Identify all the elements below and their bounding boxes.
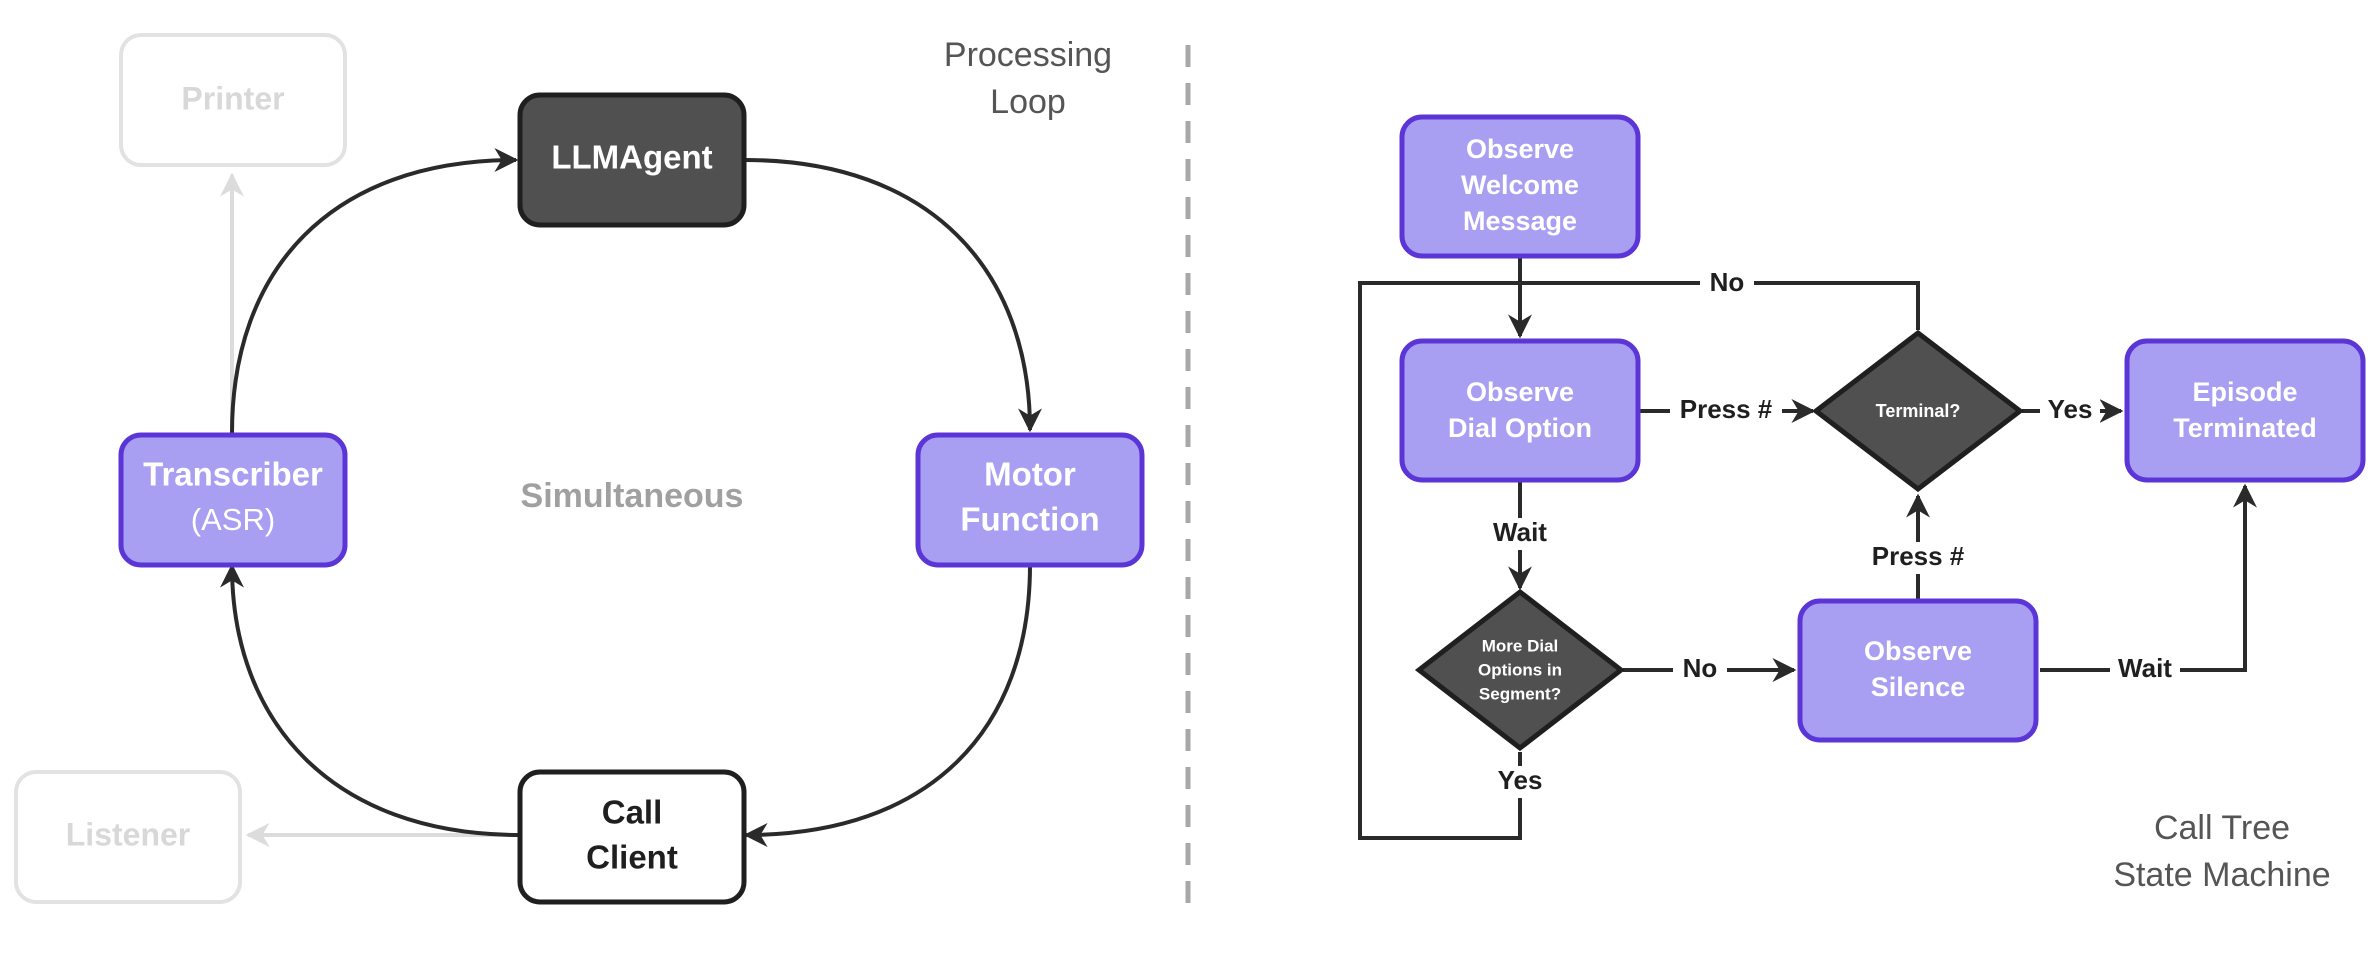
node-transcriber-label: Transcriber [143, 456, 323, 493]
node-call-client-label-line2: Client [586, 839, 678, 876]
node-listener-label: Listener [66, 816, 190, 852]
svg-text:Yes: Yes [1498, 765, 1543, 795]
node-observe-welcome-line3: Message [1463, 206, 1577, 236]
node-more-dial-decision: More Dial Options in Segment? [1414, 588, 1626, 752]
edge-label-press-dial-terminal: Press # [1670, 394, 1782, 427]
edge-label-no-more-silence: No [1673, 653, 1727, 686]
call-tree-caption-line1: Call Tree [2154, 809, 2290, 847]
edge-label-yes-terminal: Yes [2040, 394, 2100, 427]
node-observe-dial-option: Observe Dial Option [1399, 338, 1641, 483]
node-observe-dial-line2: Dial Option [1448, 413, 1592, 443]
processing-loop-caption-line2: Loop [990, 83, 1066, 121]
node-more-dial-line3: Segment? [1479, 684, 1561, 703]
node-transcriber-sublabel: (ASR) [191, 502, 275, 537]
edge-motor-function-to-call-client [743, 564, 1032, 847]
node-more-dial-line1: More Dial [1482, 636, 1559, 655]
node-episode-terminated-line2: Terminated [2173, 413, 2317, 443]
svg-text:Press #: Press # [1680, 394, 1773, 424]
edge-llm-agent-to-motor-function [744, 158, 1042, 433]
processing-loop-caption-line1: Processing [944, 36, 1112, 74]
edge-transcriber-to-llm-agent [230, 148, 519, 434]
node-observe-welcome-message: Observe Welcome Message [1399, 114, 1641, 259]
node-printer: Printer [119, 33, 347, 167]
node-terminal-decision: Terminal? [1811, 329, 2025, 493]
edge-silence-to-episode [2040, 483, 2257, 672]
node-episode-terminated: Episode Terminated [2124, 338, 2366, 483]
node-observe-welcome-line2: Welcome [1461, 170, 1579, 200]
edge-label-wait-silence-episode: Wait [2110, 653, 2180, 686]
node-call-client: Call Client [517, 769, 747, 905]
svg-text:Wait: Wait [2118, 653, 2172, 683]
node-listener: Listener [14, 770, 242, 904]
node-llm-agent: LLMAgent [517, 92, 747, 228]
node-observe-dial-line1: Observe [1466, 377, 1574, 407]
svg-text:No: No [1683, 653, 1718, 683]
svg-text:Yes: Yes [2048, 394, 2093, 424]
node-motor-function-label-line1: Motor [984, 456, 1076, 493]
node-observe-silence: Observe Silence [1797, 598, 2039, 743]
node-observe-silence-line2: Silence [1871, 672, 1966, 702]
node-motor-function-label-line2: Function [960, 501, 1099, 538]
node-transcriber: Transcriber (ASR) [118, 432, 348, 568]
node-llm-agent-label: LLMAgent [551, 139, 712, 176]
node-call-client-label-line1: Call [602, 794, 663, 831]
call-tree-panel: No Press # Yes Wait No Press # Wait Yes [1358, 114, 2366, 894]
edge-label-no-top: No [1700, 267, 1754, 300]
edge-terminal-no-to-dial [1358, 281, 1920, 840]
simultaneous-label: Simultaneous [521, 477, 744, 515]
node-motor-function: Motor Function [915, 432, 1145, 568]
edge-label-yes-more-loop: Yes [1490, 765, 1550, 798]
node-terminal-label: Terminal? [1876, 401, 1961, 421]
node-printer-label: Printer [181, 80, 284, 116]
edge-call-client-to-transcriber [220, 563, 521, 837]
svg-text:No: No [1710, 267, 1745, 297]
node-observe-silence-line1: Observe [1864, 636, 1972, 666]
svg-text:Press #: Press # [1872, 541, 1965, 571]
edge-label-press-silence-terminal: Press # [1862, 541, 1974, 574]
node-observe-welcome-line1: Observe [1466, 134, 1574, 164]
node-episode-terminated-line1: Episode [2192, 377, 2297, 407]
call-tree-caption-line2: State Machine [2113, 856, 2330, 894]
node-more-dial-line2: Options in [1478, 660, 1562, 679]
edge-label-wait-dial-more: Wait [1488, 517, 1552, 550]
svg-text:Wait: Wait [1493, 517, 1547, 547]
processing-loop-panel: Printer LLMAgent Transcriber (ASR) Motor… [14, 33, 1145, 905]
